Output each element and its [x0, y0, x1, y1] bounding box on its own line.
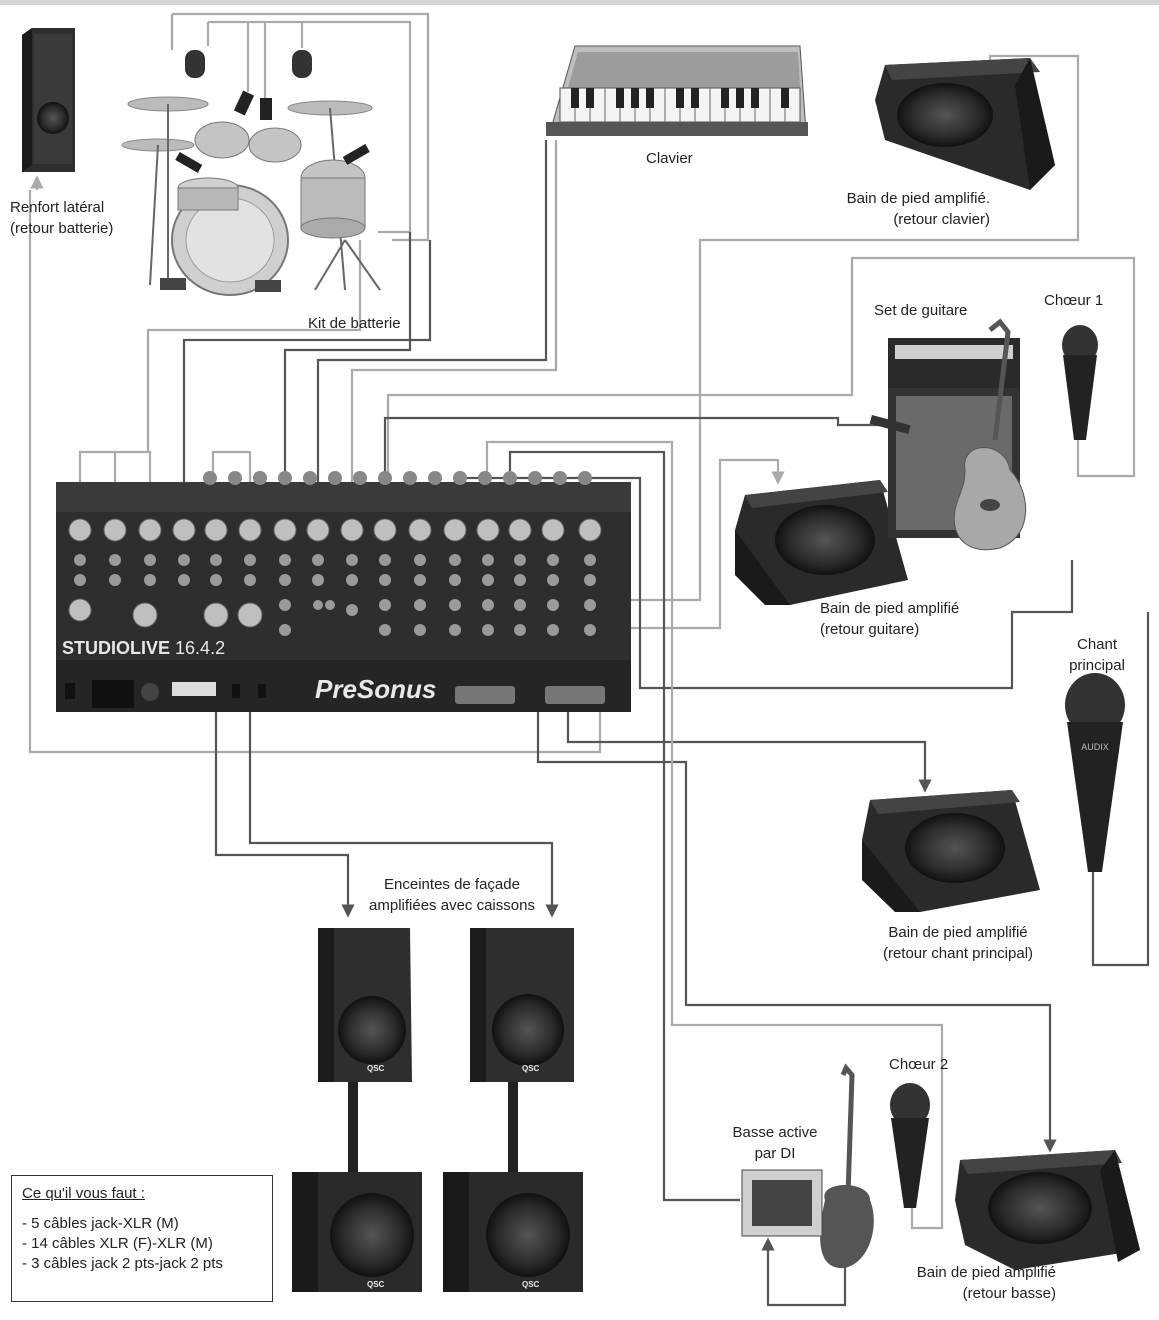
label-monitor-guitar: Bain de pied amplifié (retour guitare): [820, 598, 959, 640]
monitor-keys: [875, 58, 1055, 190]
speaker-brand-left-sub: QSC: [367, 1280, 385, 1289]
label-monitor-bass-line1: Bain de pied amplifié: [916, 1264, 1056, 1281]
monitor-bass: [955, 1150, 1140, 1270]
label-keyboard: Clavier: [646, 150, 693, 167]
label-monitor-guitar-line2: (retour guitare): [820, 621, 920, 638]
label-lead-vocal-line2: principal: [1069, 657, 1125, 674]
requirements-title: Ce qu'il vous faut :: [22, 1185, 145, 1202]
label-monitor-guitar-line1: Bain de pied amplifié: [820, 600, 960, 617]
mixer-brand: PreSonus: [315, 674, 437, 704]
mixer-model-name: STUDIOLIVE: [62, 638, 171, 658]
requirements-item: - 14 câbles XLR (F)-XLR (M): [22, 1235, 213, 1252]
speaker-brand-right-top: QSC: [522, 1064, 540, 1073]
label-monitor-lead: Bain de pied amplifié (retour chant prin…: [860, 922, 1056, 964]
label-lead-vocal-line1: Chant: [1076, 636, 1118, 653]
requirements-box: Ce qu'il vous faut : - 5 câbles jack-XLR…: [11, 1175, 273, 1302]
speaker-brand-left-top: QSC: [367, 1064, 385, 1073]
requirements-item: - 5 câbles jack-XLR (M): [22, 1215, 179, 1232]
main-speaker-right: [443, 928, 583, 1292]
label-monitor-lead-line1: Bain de pied amplifié: [888, 924, 1028, 941]
side-fill-speaker: [22, 28, 75, 172]
label-bass-di-line2: par DI: [754, 1145, 796, 1162]
label-choir1: Chœur 1: [1044, 292, 1104, 309]
label-side-fill-line1: Renfort latéral: [10, 199, 105, 216]
label-bass-di-line1: Basse active: [732, 1124, 818, 1141]
di-box: [741, 1169, 823, 1237]
mic-choir1: [1062, 325, 1098, 440]
label-lead-vocal: Chant principal: [1055, 634, 1139, 676]
requirements-list: - 5 câbles jack-XLR (M) - 14 câbles XLR …: [22, 1214, 262, 1274]
label-monitor-keys-line2: (retour clavier): [893, 211, 990, 228]
svg-text:AUDIX: AUDIX: [1081, 742, 1109, 752]
label-choir2: Chœur 2: [889, 1056, 949, 1073]
keyboard-synth: [546, 45, 808, 136]
label-monitor-lead-line2: (retour chant principal): [882, 945, 1034, 962]
label-mains-line1: Enceintes de façade: [384, 876, 520, 893]
mixer: [56, 471, 631, 712]
monitor-lead: [862, 790, 1040, 912]
label-monitor-bass-line2: (retour basse): [962, 1285, 1056, 1302]
label-mains-line2: amplifiées avec caissons: [369, 897, 535, 914]
label-guitar-rig: Set de guitare: [874, 302, 968, 319]
mixer-model-number: 16.4.2: [175, 638, 226, 658]
drum-kit: [121, 50, 381, 296]
requirements-item: - 3 câbles jack 2 pts-jack 2 pts: [22, 1255, 223, 1272]
label-bass-di: Basse active par DI: [720, 1122, 830, 1164]
label-monitor-bass: Bain de pied amplifié (retour basse): [880, 1262, 1056, 1304]
label-side-fill: Renfort latéral (retour batterie): [10, 197, 113, 239]
label-monitor-keys: Bain de pied amplifié. (retour clavier): [810, 188, 990, 230]
monitor-guitar: [735, 480, 908, 605]
cables: [28, 12, 1150, 1307]
label-drum-kit: Kit de batterie: [308, 315, 401, 332]
label-mains: Enceintes de façade amplifiées avec cais…: [354, 874, 550, 916]
mixer-model: STUDIOLIVE 16.4.2: [62, 638, 225, 659]
label-side-fill-line2: (retour batterie): [10, 220, 114, 237]
speaker-brand-right-sub: QSC: [522, 1280, 540, 1289]
electric-guitar: [953, 318, 1027, 551]
mic-choir2: [890, 1083, 930, 1208]
label-monitor-keys-line1: Bain de pied amplifié.: [846, 190, 990, 207]
bass-guitar: [820, 1063, 874, 1269]
main-speaker-left: [292, 928, 422, 1292]
mic-lead: AUDIX: [1065, 673, 1125, 872]
